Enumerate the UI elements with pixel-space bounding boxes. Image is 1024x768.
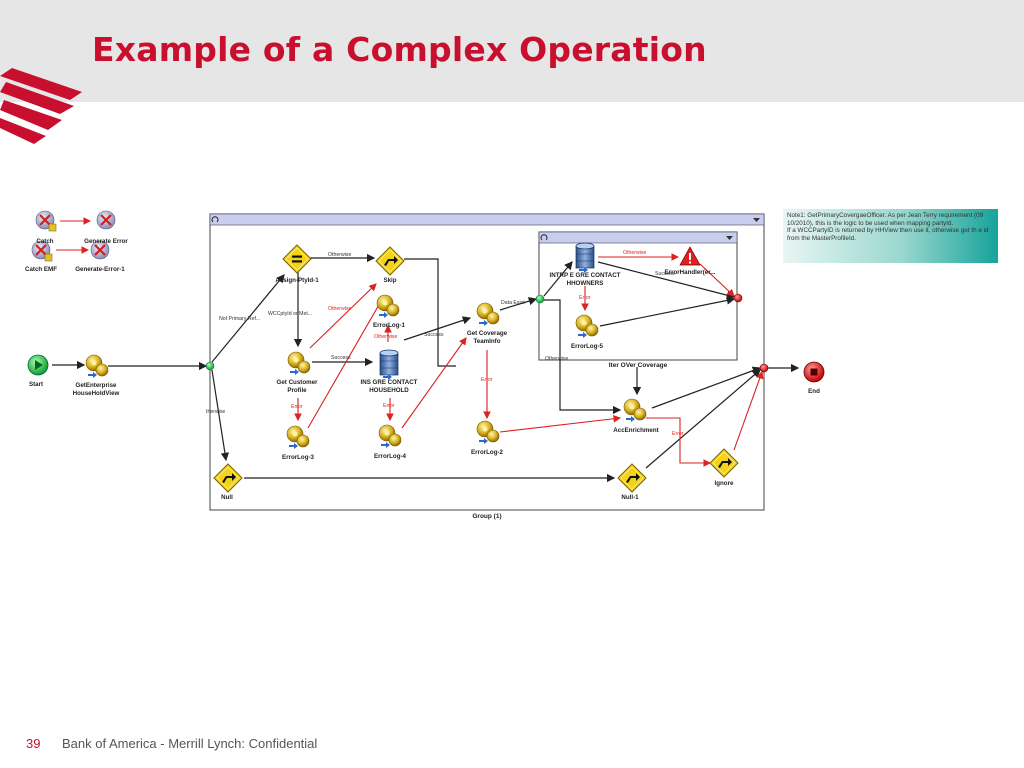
page-number: 39 xyxy=(26,736,41,751)
ignore-label: Ignore xyxy=(715,480,734,487)
edge-label-otherwise-red2: Otherwise xyxy=(374,334,397,340)
merge-dot-inner-red[interactable] xyxy=(733,293,743,303)
errorlog-4-label: ErrorLog-4 xyxy=(374,453,407,460)
footer-confidential: Bank of America - Merrill Lynch: Confide… xyxy=(62,736,318,751)
catch-emf-label: Catch EMF xyxy=(25,266,57,273)
brand-flag-logo xyxy=(0,68,82,144)
merge-dot-red[interactable] xyxy=(759,363,769,373)
get-coverage-label-2: TeamInfo xyxy=(473,338,500,345)
edge-label-success-1: Success xyxy=(331,355,351,361)
skip-label: Skip xyxy=(383,277,396,284)
start-label: Start xyxy=(29,381,43,388)
ins-gre-label-1: INS GRE CONTACT xyxy=(361,379,418,386)
generate-error-1-label: Generate-Error-1 xyxy=(75,266,125,273)
intrp-label-2: HHOWNERS xyxy=(567,280,604,287)
catch-label: Catch xyxy=(36,238,53,245)
edge-label-data-exist: Data Exist xyxy=(501,300,525,306)
error-handler-warning-icon[interactable] xyxy=(679,246,701,266)
intrp-label-1: INTRP E GRE CONTACT xyxy=(550,272,621,279)
assign-ptyid-node[interactable] xyxy=(282,244,312,274)
edge-label-otherwise-red: Otherwise xyxy=(328,306,351,312)
slide-title: Example of a Complex Operation xyxy=(92,30,707,69)
errorlog-3-label: ErrorLog-3 xyxy=(282,454,315,461)
edge-label-error-2: Error xyxy=(383,403,395,409)
ins-gre-label-2: HOUSEHOLD xyxy=(369,387,409,394)
get-enterprise-label-1: GetEnterprise xyxy=(76,382,117,389)
edge-label-otherwise-top: Otherwise xyxy=(328,252,351,258)
error-handler-label: ErrorHandler(er... xyxy=(665,269,716,276)
red-edges xyxy=(56,217,764,467)
note-line-1: Note1: GetPrimaryCovergaeOfficer. As per… xyxy=(787,212,984,227)
catch-emf-icon[interactable] xyxy=(30,239,53,262)
edge-label-otherwise-left: therwise xyxy=(206,409,225,415)
merge-dot-inner-green[interactable] xyxy=(535,294,545,304)
start-node[interactable] xyxy=(27,354,49,376)
generate-error-icon[interactable] xyxy=(95,209,117,231)
note-line-2: If a WCCPartyID is returned by HHView th… xyxy=(787,227,989,242)
get-enterprise-node[interactable] xyxy=(85,354,109,379)
get-customer-label-1: Get Customer xyxy=(277,379,319,386)
edge-label-success-3: Success xyxy=(655,271,675,277)
edge-label-wccptyid: WCCptyId or Met... xyxy=(268,311,312,317)
get-customer-label-2: Profile xyxy=(287,387,307,394)
errorlog-5-label: ErrorLog-5 xyxy=(571,343,604,350)
errorlog-1-label: ErrorLog-1 xyxy=(373,322,406,329)
edge-label-error-5: Error xyxy=(672,431,684,437)
null-1-label: Null-1 xyxy=(621,494,639,501)
get-enterprise-label-2: HouseHoldView xyxy=(73,390,120,397)
iter-over-coverage-label: Iter OVer Coverage xyxy=(609,362,668,369)
edge-label-error-1: Error xyxy=(291,404,303,410)
edge-label-error-3: Error xyxy=(481,377,493,383)
end-node[interactable] xyxy=(803,361,825,383)
null-label: Null xyxy=(221,494,233,501)
edge-label-not-primary: Not Primary Ref... xyxy=(219,316,260,322)
note-box: Note1: GetPrimaryCovergaeOfficer. As per… xyxy=(783,209,998,263)
generate-error-label: Generate Error xyxy=(84,238,128,245)
merge-dot-green[interactable] xyxy=(205,361,215,371)
errorlog-2-label: ErrorLog-2 xyxy=(471,449,504,456)
acc-enrichment-label: AccEnrichment xyxy=(613,427,658,434)
slide-header: Example of a Complex Operation xyxy=(0,0,1024,144)
catch-icon[interactable] xyxy=(34,209,57,232)
edge-label-otherwise-inner: Otherwise xyxy=(623,250,646,256)
group-label: Group (1) xyxy=(472,513,501,520)
get-coverage-label-1: Get Coverage xyxy=(467,330,508,337)
black-edges xyxy=(52,253,800,483)
edge-label-error-4: Error xyxy=(579,295,591,301)
edge-label-success-2: Success xyxy=(424,332,444,338)
edge-label-otherwise-iter: Otherwise xyxy=(545,356,568,362)
iteration-frame[interactable] xyxy=(538,231,738,361)
assign-label: Assign-PtyId-1 xyxy=(275,277,319,284)
end-label: End xyxy=(808,388,820,395)
